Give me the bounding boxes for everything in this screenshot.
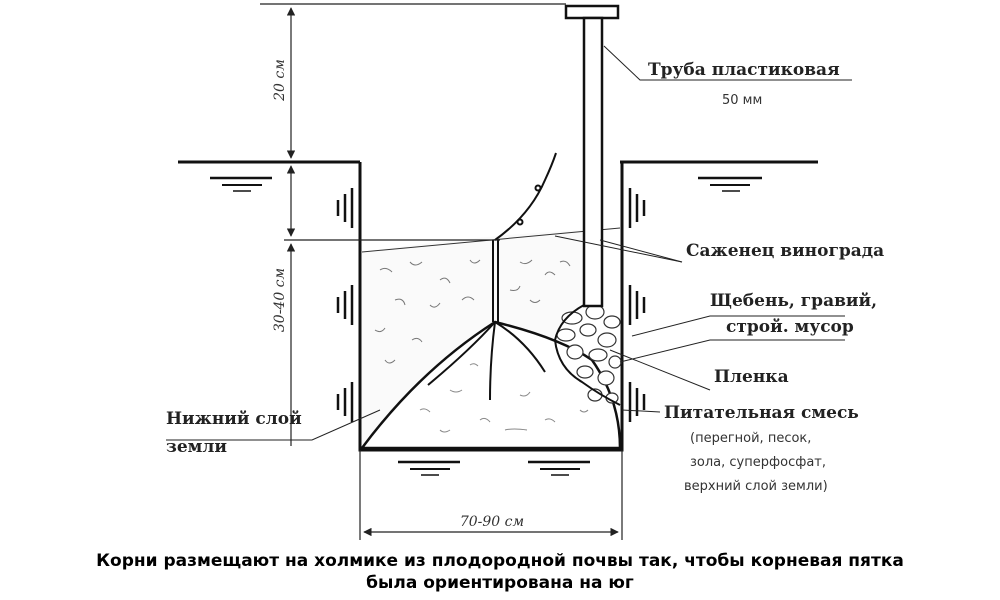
plastic-pipe xyxy=(564,4,620,308)
dimension-depth xyxy=(284,165,500,446)
label-seedling: Саженец винограда xyxy=(686,241,884,261)
dimension-top xyxy=(260,3,566,159)
label-lower-1: Нижний слой xyxy=(166,409,302,429)
label-gravel-1: Щебень, гравий, xyxy=(710,291,877,311)
wall-hatching xyxy=(336,188,646,422)
film-line xyxy=(553,304,621,406)
pit-walls xyxy=(358,162,624,452)
caption-line-2: была ориентирована на юг xyxy=(366,573,634,593)
dimension-top-label: 20 см xyxy=(272,59,288,102)
label-mix-3: верхний слой земли) xyxy=(684,479,828,494)
caption-line-1: Корни размещают на холмике из плодородно… xyxy=(96,551,904,571)
dimension-depth-label: 30-40 см xyxy=(272,268,288,332)
grape-seedling xyxy=(427,152,557,401)
dimension-width-label: 70-90 см xyxy=(460,514,524,530)
label-mix-1: (перегной, песок, xyxy=(690,431,811,446)
label-pipe: Труба пластиковая xyxy=(648,60,840,80)
caption: Корни размещают на холмике из плодородно… xyxy=(0,550,1000,594)
leader-lines xyxy=(166,45,852,441)
label-pipe-size: 50 мм xyxy=(722,93,762,108)
label-mix: Питательная смесь xyxy=(664,403,859,423)
label-lower-2: земли xyxy=(166,437,227,457)
ground-symbols xyxy=(210,176,762,476)
label-gravel-2: строй. мусор xyxy=(726,317,854,337)
dimension-width xyxy=(359,450,623,540)
label-film: Пленка xyxy=(714,367,789,387)
gravel xyxy=(556,304,622,404)
label-mix-2: зола, суперфосфат, xyxy=(690,455,826,470)
